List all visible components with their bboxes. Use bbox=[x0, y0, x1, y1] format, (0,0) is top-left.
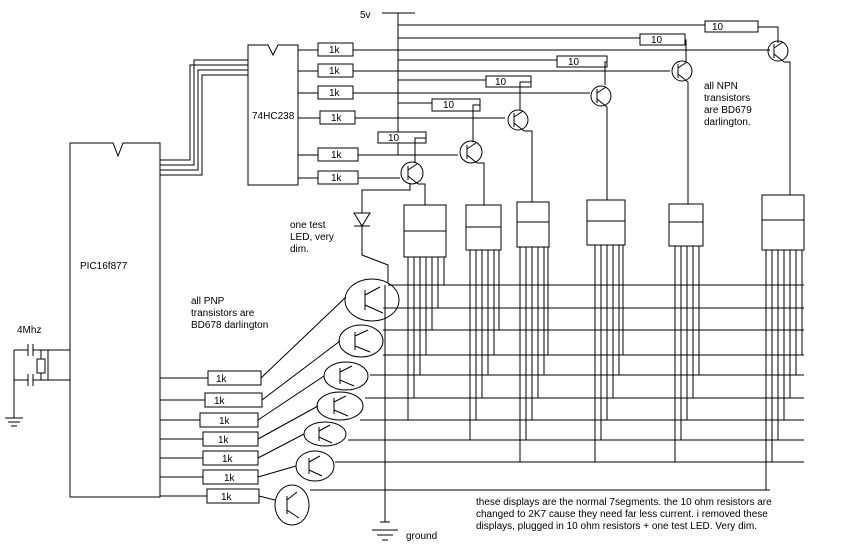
svg-text:1k: 1k bbox=[329, 45, 341, 56]
svg-text:10: 10 bbox=[443, 100, 455, 111]
svg-text:10: 10 bbox=[495, 77, 507, 88]
svg-text:10: 10 bbox=[651, 35, 663, 46]
mcu-label: PIC16f877 bbox=[80, 261, 128, 272]
mcu-chip: PIC16f877 bbox=[69, 142, 161, 498]
resistor bbox=[202, 431, 259, 447]
test-led bbox=[353, 183, 411, 283]
svg-text:1k: 1k bbox=[221, 492, 233, 503]
decoder-label: 74HC238 bbox=[252, 111, 295, 122]
segment-bus bbox=[310, 284, 804, 491]
decoder-resistors: 1k 1k 1k 1k 1k 1k bbox=[298, 42, 770, 185]
svg-text:1k: 1k bbox=[224, 473, 236, 484]
npn-note: all NPN transistors are BD679 darlington… bbox=[704, 81, 752, 128]
resistor bbox=[206, 488, 260, 504]
crystal-oscillator: 4Mhz bbox=[5, 325, 70, 427]
resistor bbox=[639, 33, 686, 46]
collector-resistors: 10 10 10 10 10 10 bbox=[377, 20, 779, 163]
ground-label: ground bbox=[406, 531, 437, 542]
pnp-note: all PNP transistors are BD678 darlington bbox=[191, 296, 269, 331]
mcu-decoder-wiring bbox=[160, 59, 248, 176]
npn-transistors bbox=[400, 40, 791, 205]
svg-text:10: 10 bbox=[388, 133, 400, 144]
supply-label: 5v bbox=[360, 10, 371, 21]
display-4 bbox=[586, 199, 626, 246]
svg-text:10: 10 bbox=[712, 22, 724, 33]
resistor bbox=[556, 55, 608, 68]
segment-resistors: 1k 1k 1k 1k 1k 1k 1k bbox=[160, 296, 347, 504]
ground-bus: ground bbox=[372, 285, 437, 542]
crystal bbox=[36, 358, 46, 374]
svg-text:1k: 1k bbox=[329, 66, 341, 77]
svg-text:1k: 1k bbox=[218, 435, 230, 446]
svg-text:10: 10 bbox=[568, 57, 580, 68]
led-note: one test LED, very dim. bbox=[290, 220, 334, 255]
decoder-chip: 74HC238 bbox=[247, 44, 299, 186]
crystal-label: 4Mhz bbox=[17, 325, 41, 336]
svg-text:1k: 1k bbox=[331, 113, 343, 124]
display-5 bbox=[668, 203, 704, 247]
display-3 bbox=[516, 201, 550, 248]
svg-text:1k: 1k bbox=[214, 396, 226, 407]
pnp-transistors bbox=[274, 278, 400, 526]
svg-text:1k: 1k bbox=[329, 88, 341, 99]
seven-segment-displays bbox=[403, 194, 805, 258]
svg-text:1k: 1k bbox=[216, 374, 228, 385]
bottom-note: these displays are the normal 7segments.… bbox=[476, 497, 772, 532]
svg-text:1k: 1k bbox=[331, 173, 343, 184]
svg-text:1k: 1k bbox=[219, 416, 231, 427]
svg-text:1k: 1k bbox=[222, 454, 234, 465]
display-6 bbox=[761, 194, 805, 251]
svg-text:1k: 1k bbox=[331, 150, 343, 161]
display-pins bbox=[407, 245, 803, 490]
